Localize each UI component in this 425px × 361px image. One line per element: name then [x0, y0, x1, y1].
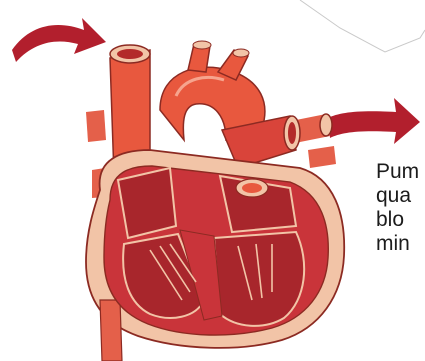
caption-line: min [376, 232, 425, 256]
heart-cross-section-illustration [86, 41, 344, 361]
straight-arrow-right-icon [328, 98, 420, 144]
sketch-outline [300, 0, 425, 52]
caption-line: qua [376, 184, 425, 208]
caption-text: Pum qua blo min [376, 160, 425, 256]
caption-line: Pum [376, 160, 425, 184]
caption-line: blo [376, 208, 425, 232]
curved-arrow-right-icon [12, 18, 106, 62]
